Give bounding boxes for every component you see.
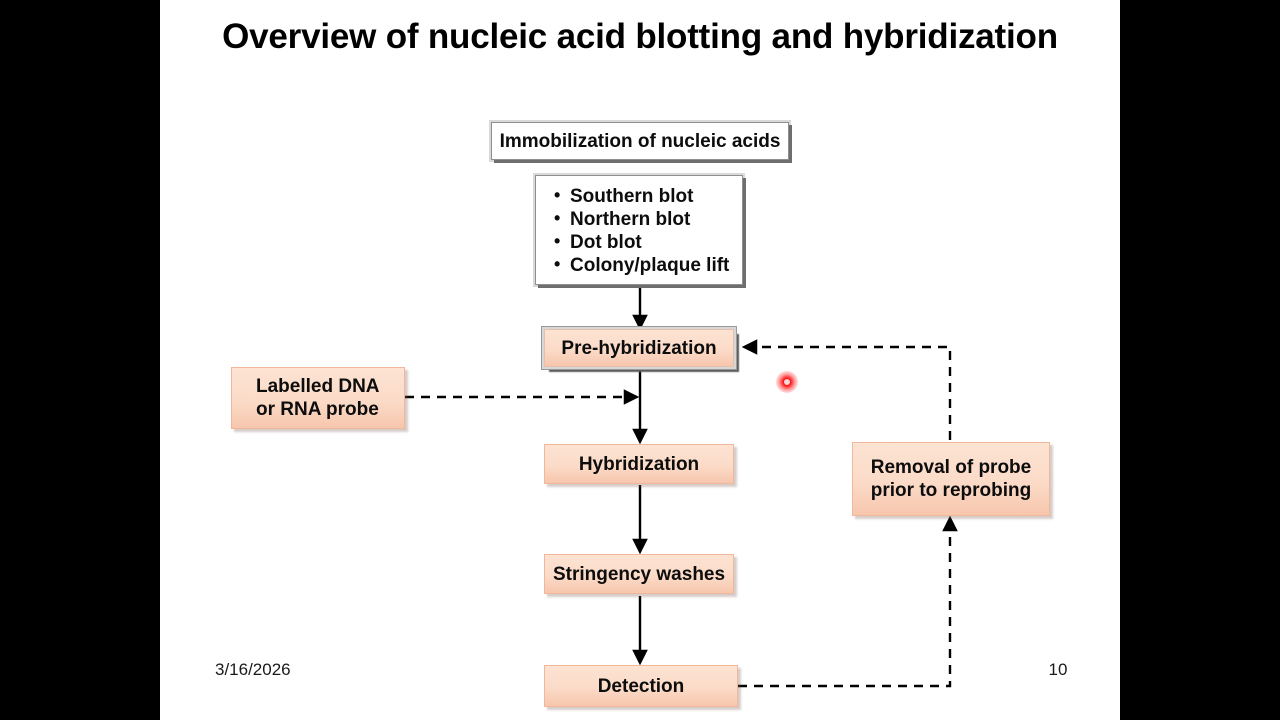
node-removal-of-probe-label: Removal of probe prior to reprobing bbox=[870, 457, 1032, 501]
footer-date: 3/16/2026 bbox=[215, 660, 291, 679]
blot-list-items: Southern blotNorthern blotDot blotColony… bbox=[536, 176, 729, 277]
connector-removal-to-prehybridization bbox=[741, 339, 952, 440]
node-detection[interactable]: Detection bbox=[544, 665, 738, 707]
flowchart-diagram: Immobilization of nucleic acids Southern… bbox=[160, 0, 1120, 720]
node-immobilization-label: Immobilization of nucleic acids bbox=[499, 130, 781, 152]
node-labelled-probe-label: Labelled DNA or RNA probe bbox=[256, 376, 380, 420]
list-item: Northern blot bbox=[554, 207, 729, 231]
node-hybridization-label: Hybridization bbox=[578, 453, 700, 475]
page-title: Overview of nucleic acid blotting and hy… bbox=[222, 17, 1058, 56]
connector-detection-to-removal bbox=[738, 515, 958, 688]
node-blot-list[interactable]: Southern blotNorthern blotDot blotColony… bbox=[535, 175, 743, 285]
node-hybridization[interactable]: Hybridization bbox=[544, 444, 734, 484]
slide-canvas: Overview of nucleic acid blotting and hy… bbox=[160, 0, 1120, 720]
node-prehybridization[interactable]: Pre-hybridization bbox=[544, 329, 734, 367]
node-detection-label: Detection bbox=[597, 675, 685, 697]
letterbox-bar-right bbox=[1120, 0, 1280, 720]
list-item: Dot blot bbox=[554, 230, 729, 254]
list-item: Southern blot bbox=[554, 184, 729, 208]
cursor-click-marker bbox=[776, 371, 798, 393]
letterbox-bar-left bbox=[0, 0, 160, 720]
node-immobilization[interactable]: Immobilization of nucleic acids bbox=[491, 122, 789, 160]
node-stringency-washes-label: Stringency washes bbox=[552, 563, 726, 585]
list-item: Colony/plaque lift bbox=[554, 253, 729, 277]
footer-page-number: 10 bbox=[1048, 660, 1068, 679]
node-labelled-probe[interactable]: Labelled DNA or RNA probe bbox=[231, 367, 405, 429]
node-removal-of-probe[interactable]: Removal of probe prior to reprobing bbox=[852, 442, 1050, 516]
node-prehybridization-label: Pre-hybridization bbox=[561, 337, 717, 359]
node-stringency-washes[interactable]: Stringency washes bbox=[544, 554, 734, 594]
